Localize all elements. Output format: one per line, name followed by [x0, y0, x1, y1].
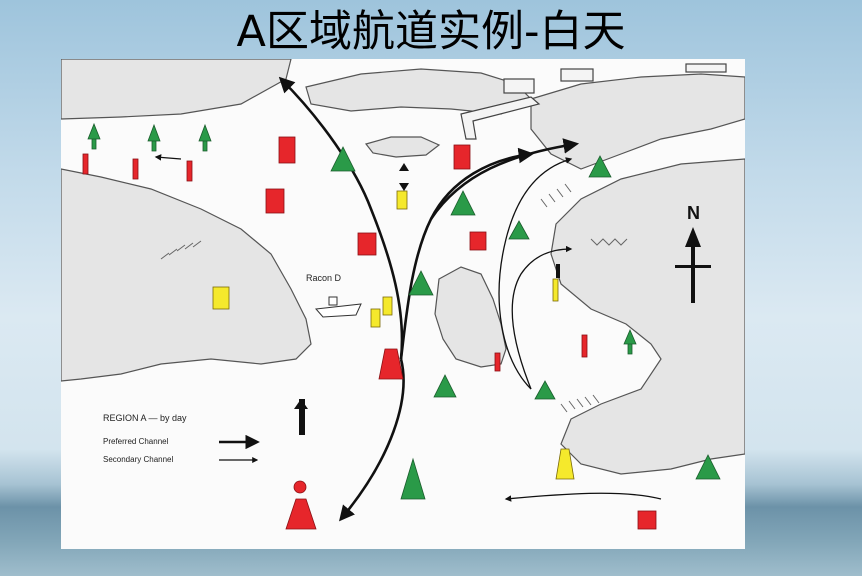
land-top-right: [530, 73, 745, 170]
green-cone-1: [330, 146, 356, 172]
red-spar-1: [82, 153, 89, 175]
legend-secondary-label: Secondary Channel: [103, 455, 173, 464]
map-legend: REGION A — by day Preferred Channel Seco…: [103, 413, 260, 464]
green-spar-2: [147, 123, 161, 152]
slide-title: A区域航道实例-白天: [236, 7, 626, 57]
red-spar-2: [132, 158, 139, 180]
red-light-buoy-2: [285, 498, 317, 530]
port-marks-red: [82, 136, 657, 530]
north-label: N: [687, 203, 700, 223]
green-spar-1: [87, 122, 101, 150]
cardinal-marks: [294, 163, 560, 435]
green-buoy-large: [400, 457, 426, 500]
red-can-6: [637, 510, 657, 530]
red-topmark: [293, 480, 307, 494]
north-arrow: N: [675, 203, 711, 303]
red-spar-3: [186, 160, 193, 182]
yellow-spar: [552, 278, 559, 302]
preferred-channel-route: [278, 76, 580, 522]
harbour-docks: [460, 63, 727, 140]
channel-map: Racon D N REGION A — by day Preferred Ch…: [61, 59, 745, 549]
land-top-left: [61, 59, 292, 120]
green-cone-3: [508, 220, 530, 240]
yellow-can-1: [212, 286, 230, 310]
legend-title: REGION A — by day: [103, 413, 187, 423]
shore-hatching: [160, 183, 628, 413]
green-cone-4: [408, 270, 434, 296]
racon-label: Racon D: [306, 273, 342, 283]
special-marks-yellow: [212, 190, 575, 480]
legend-preferred-label: Preferred Channel: [103, 437, 169, 446]
red-can-4: [357, 232, 377, 256]
red-can-1: [265, 188, 285, 214]
green-spar-4: [623, 328, 637, 355]
red-spar-5: [494, 352, 501, 372]
red-can-5: [469, 231, 487, 251]
shoal-top: [364, 136, 441, 158]
green-cone-6: [534, 380, 556, 400]
green-cone-8: [433, 374, 457, 398]
red-can-2: [278, 136, 296, 164]
green-cone-2: [450, 190, 476, 216]
secondary-channel-route: [154, 154, 662, 502]
yellow-pillar-1: [396, 190, 408, 210]
yellow-light-buoy: [555, 448, 575, 480]
wreck-vessel: [314, 296, 362, 318]
green-cone-7: [695, 454, 721, 480]
land-masses: [61, 59, 745, 475]
land-left: [61, 168, 312, 382]
green-spar-3: [198, 123, 212, 152]
starboard-marks-green: [87, 122, 721, 500]
green-cone-5: [588, 155, 612, 178]
red-can-3: [453, 144, 471, 170]
yellow-pillar-2: [370, 308, 381, 328]
red-spar-4: [581, 334, 588, 358]
island: [434, 266, 507, 368]
red-light-buoy-1: [378, 348, 404, 380]
yellow-pillar-3: [382, 296, 393, 316]
land-right: [550, 158, 745, 475]
